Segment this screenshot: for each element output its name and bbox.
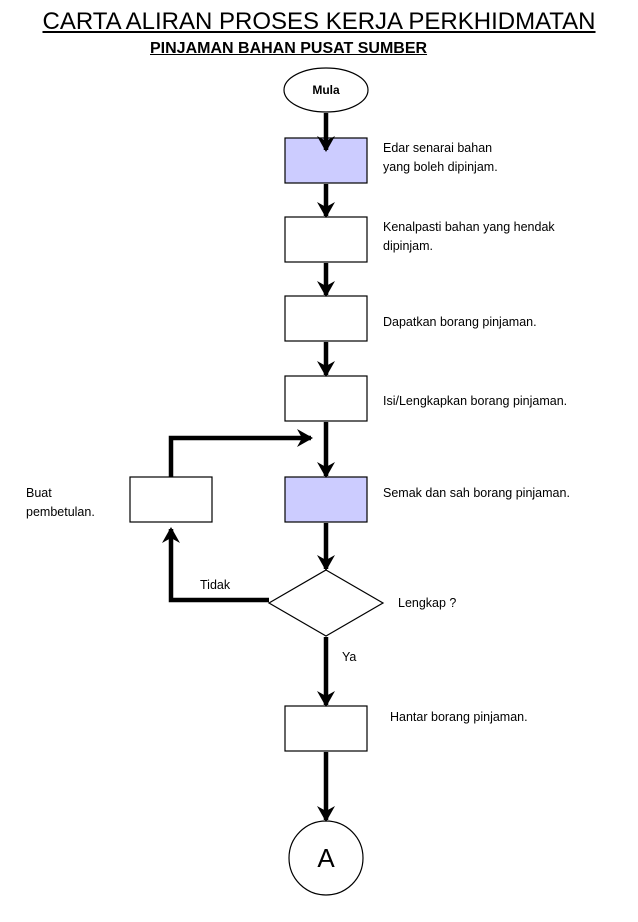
correction-label: Buat pembetulan. [26, 486, 95, 519]
decision-yes-label: Ya [342, 650, 357, 664]
step-box-3 [284, 295, 368, 342]
step-box-2 [284, 216, 368, 263]
decision-label: Lengkap ? [398, 596, 457, 610]
step-box-5 [284, 476, 368, 523]
step-label-1: Edar senarai bahan yang boleh dipinjam. [383, 141, 498, 174]
step-label-3: Dapatkan borang pinjaman. [383, 315, 537, 329]
chart-title: CARTA ALIRAN PROSES KERJA PERKHIDMATAN [42, 8, 596, 35]
step-label-4: Isi/Lengkapkan borang pinjaman. [383, 394, 568, 408]
start-label: Mula [312, 83, 340, 97]
arrow-decision-no [162, 527, 269, 603]
arrow-correction-loop [168, 429, 313, 477]
final-step-label: Hantar borang pinjaman. [390, 710, 528, 724]
step-label-2: Kenalpasti bahan yang hendak dipinjam. [383, 220, 555, 253]
correction-box [129, 476, 213, 523]
step-label-5: Semak dan sah borang pinjaman. [383, 486, 570, 500]
start-terminator [283, 67, 369, 113]
decision-diamond [267, 569, 385, 637]
decision-no-label: Tidak [200, 578, 231, 592]
final-step-box [284, 705, 368, 752]
step-box-4 [284, 375, 368, 422]
connector-label: A [317, 843, 335, 873]
chart-subtitle: PINJAMAN BAHAN PUSAT SUMBER [150, 40, 428, 57]
